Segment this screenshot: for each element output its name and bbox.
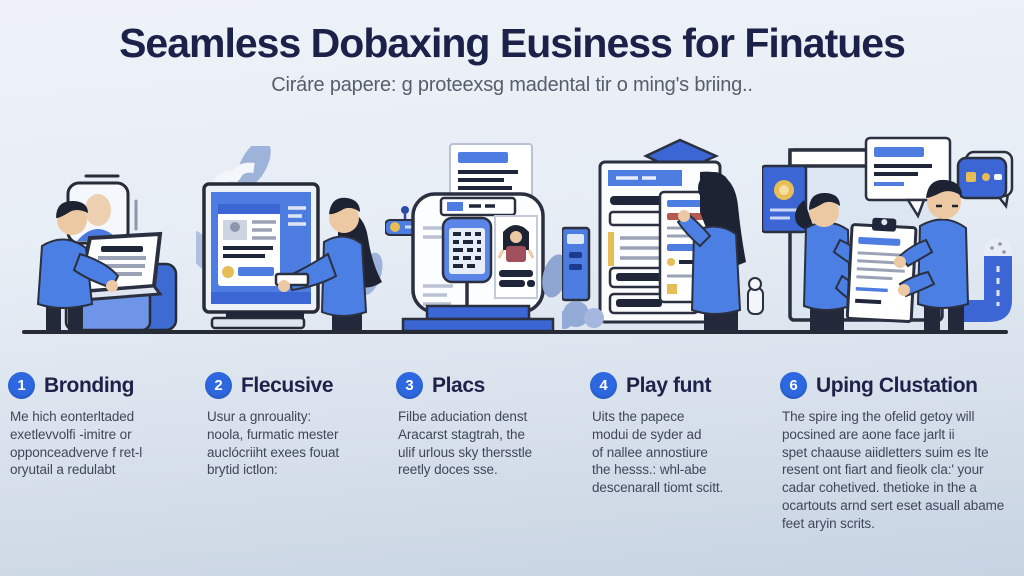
step-5-number-badge: 6 — [780, 372, 807, 399]
step-3-heading: Placs — [432, 373, 485, 397]
step-4-heading: Play funt — [626, 373, 712, 397]
step-5-heading: Uping Clustation — [816, 373, 978, 397]
page-title: Seamless Dobaxing Eusiness for Finatues — [119, 20, 906, 66]
steps-row: 1 Bronding Me hich eonterltaded exetlevv… — [0, 372, 1024, 572]
keyboard-icon — [210, 312, 306, 330]
ground-line — [22, 330, 1008, 334]
scene-man-at-laptop-illustration — [36, 174, 178, 332]
monitor-icon — [202, 182, 320, 314]
small-robot-icon — [747, 277, 764, 315]
step-1-heading: Bronding — [44, 373, 135, 397]
step-1: 1 Bronding Me hich eonterltaded exetlevv… — [8, 372, 184, 479]
step-2-heading: Flecusive — [241, 373, 334, 397]
step-5: 6 Uping Clustation The spire ing the ofe… — [780, 372, 1018, 533]
step-2-body: Usur a gnrouality: noola, furmatic meste… — [207, 409, 340, 478]
speech-card-icon — [864, 136, 952, 219]
step-4: 4 Play funt Uits the papece modui de syd… — [590, 372, 766, 497]
scene-woman-at-monitor-illustration — [196, 146, 383, 330]
person-man — [36, 200, 120, 330]
step-2: 2 Flecusive Usur a gnrouality: noola, fu… — [205, 372, 377, 479]
photo-panel — [494, 215, 538, 299]
ribbon-pipe-icon — [954, 238, 1012, 322]
step-1-body: Me hich eonterltaded exetlevvolfi -imitr… — [10, 409, 143, 478]
person-man — [894, 179, 970, 332]
document-frame-icon — [762, 164, 808, 234]
badge-panel-icon — [562, 226, 591, 302]
step-5-body: The spire ing the ofelid getoy will pocs… — [782, 409, 1005, 531]
step-3-number-badge: 3 — [396, 372, 423, 399]
person-woman-back — [676, 171, 746, 332]
bush-icon — [562, 301, 604, 329]
step-2-number-badge: 2 — [205, 372, 232, 399]
floating-card-icon — [449, 143, 533, 203]
step-3: 3 Placs Filbe aduciation denst Aracarst … — [396, 372, 568, 479]
page-subtitle: Ciráre papere: g proteexsg madental tir … — [271, 74, 753, 96]
scene-scanner-kiosk-illustration — [385, 143, 568, 332]
person-woman — [274, 197, 382, 330]
clipboard-icon — [845, 217, 918, 324]
step-4-number-badge: 4 — [590, 372, 617, 399]
step-4-body: Uits the papece modui de syder ad of nal… — [592, 409, 724, 496]
step-1-number-badge: 1 — [8, 372, 35, 399]
chat-bubble-icon — [956, 150, 1014, 209]
step-3-body: Filbe aduciation denst Aracarst stagtrah… — [398, 409, 533, 478]
scene-clipboard-handoff-illustration — [762, 136, 1014, 332]
scene-document-board-illustration — [562, 138, 764, 332]
